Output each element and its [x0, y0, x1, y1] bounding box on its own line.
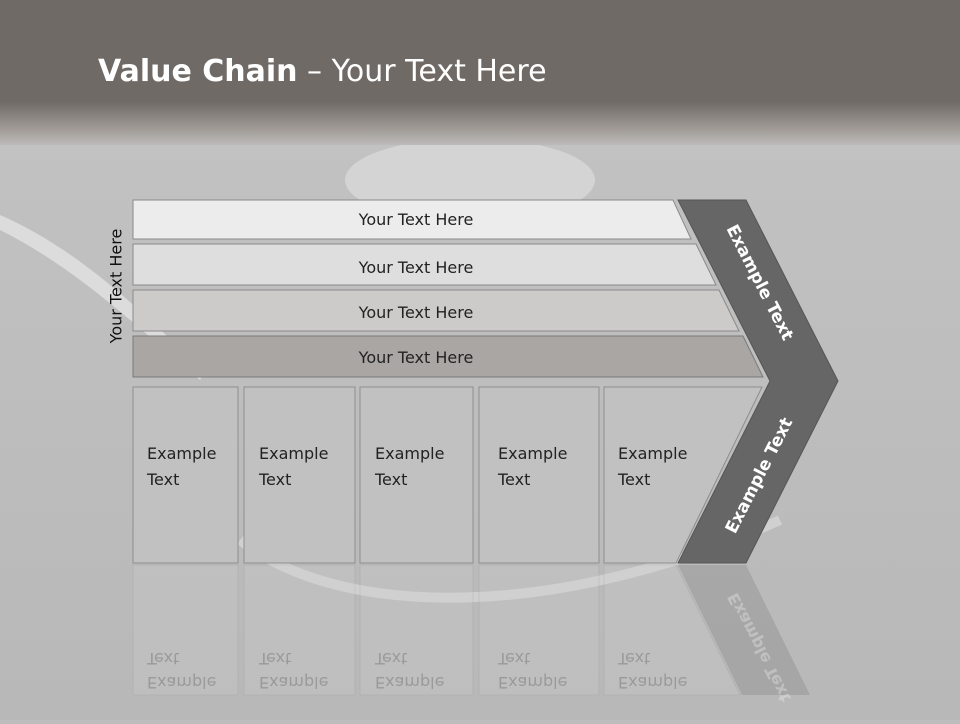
column-3-line1: Example: [375, 444, 444, 463]
support-bar-4-label: Your Text Here: [358, 348, 474, 367]
column-4-line1: Example: [498, 444, 567, 463]
reflection-col5-line2: Text: [617, 649, 650, 668]
reflection-col5-line1: Example: [618, 673, 687, 692]
support-bar-3: Your Text Here: [132, 289, 740, 332]
support-bar-2-label: Your Text Here: [358, 258, 474, 277]
support-bar-1: Your Text Here: [132, 199, 692, 240]
slide-title: Value Chain – Your Text Here: [98, 54, 547, 89]
column-2-line1: Example: [259, 444, 328, 463]
reflection-col1-line2: Text: [146, 649, 179, 668]
column-2-line2: Text: [258, 470, 291, 489]
primary-column-5: Example Text: [603, 386, 763, 564]
support-bar-1-label: Your Text Here: [358, 210, 474, 229]
reflection-col3-line1: Example: [375, 673, 444, 692]
title-bold: Value Chain: [98, 54, 298, 89]
reflection-col3-line2: Text: [374, 649, 407, 668]
column-3-line2: Text: [374, 470, 407, 489]
support-bar-3-label: Your Text Here: [358, 303, 474, 322]
reflection-col2-line2: Text: [258, 649, 291, 668]
support-bar-4: Your Text Here: [132, 335, 764, 378]
support-bar-2: Your Text Here: [132, 243, 717, 286]
reflection-col1-line1: Example: [147, 673, 216, 692]
column-5-line1: Example: [618, 444, 687, 463]
primary-column-2: Example Text: [243, 386, 356, 564]
column-1-line2: Text: [146, 470, 179, 489]
column-5-line2: Text: [617, 470, 650, 489]
primary-column-4: Example Text: [478, 386, 600, 564]
reflection-col4-line2: Text: [497, 649, 530, 668]
reflection-col4-line1: Example: [498, 673, 567, 692]
diagram-reflection: [132, 564, 810, 696]
title-band: [0, 0, 960, 145]
reflection-col2-line1: Example: [259, 673, 328, 692]
primary-column-1: Example Text: [132, 386, 239, 564]
column-1-line1: Example: [147, 444, 216, 463]
title-rest: – Your Text Here: [297, 54, 547, 89]
column-4-line2: Text: [497, 470, 530, 489]
primary-column-3: Example Text: [359, 386, 474, 564]
